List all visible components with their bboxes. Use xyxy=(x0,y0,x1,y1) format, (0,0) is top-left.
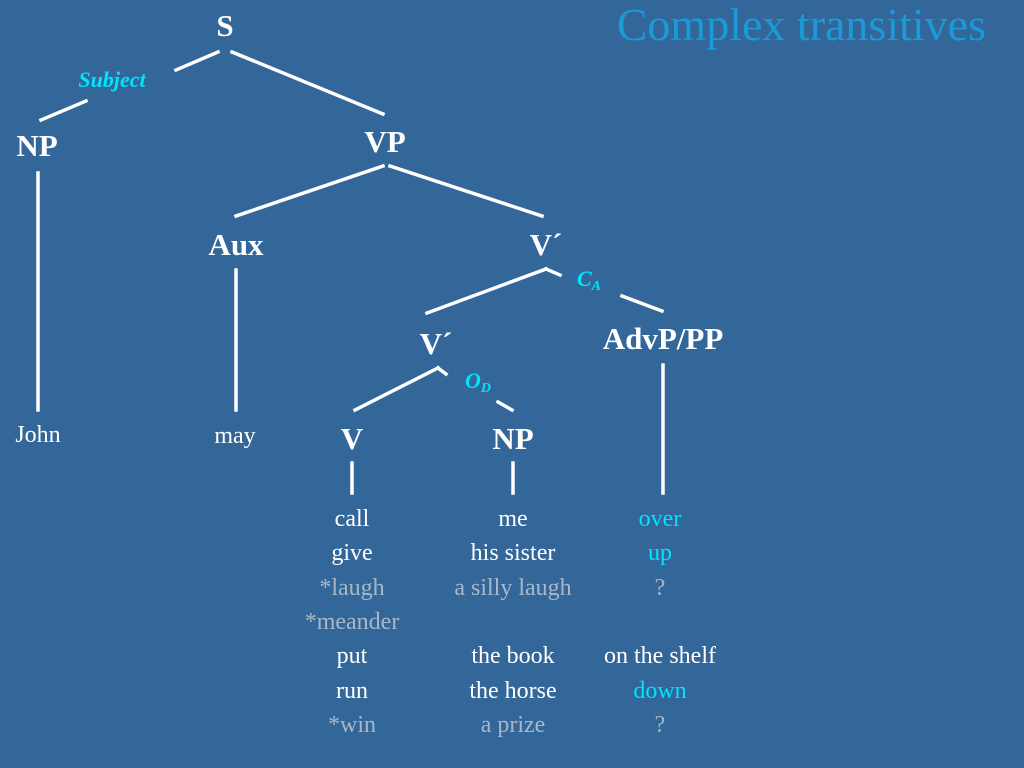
example-adv-cell: down xyxy=(633,677,687,704)
example-np-cell: his sister xyxy=(470,540,556,567)
branch-s-vp xyxy=(229,49,386,117)
slide-title: Complex transitives xyxy=(616,0,986,50)
branch-vp-vbar xyxy=(387,163,545,219)
example-v-cell: *meander xyxy=(304,608,400,635)
example-adv-cell: ? xyxy=(654,574,666,601)
function-ca: CA xyxy=(576,266,602,294)
example-v-cell: give xyxy=(331,540,373,567)
node-v: V xyxy=(340,421,364,456)
example-np-cell: a silly laugh xyxy=(454,574,572,601)
function-od: OD xyxy=(464,368,492,396)
branch-vbar-ca-left xyxy=(543,266,563,278)
example-np-cell: a prize xyxy=(480,711,546,738)
branch-od-np xyxy=(495,399,515,413)
example-v-cell: *win xyxy=(328,711,376,738)
example-v-cell: put xyxy=(336,643,368,670)
function-subject: Subject xyxy=(78,67,146,92)
branch-ca-advp xyxy=(619,293,665,314)
example-v-cell: run xyxy=(336,677,368,704)
branch-subject-np xyxy=(38,98,89,123)
example-adv-cell: ? xyxy=(654,711,666,738)
leaf-john: John xyxy=(15,422,61,448)
example-v-cell: call xyxy=(334,506,370,532)
node-aux: Aux xyxy=(208,227,264,262)
leaf-may: may xyxy=(214,423,256,449)
node-vbar-mid: V´ xyxy=(419,326,453,361)
branch-vbar-od-left xyxy=(435,365,449,377)
node-np-subject: NP xyxy=(16,128,58,163)
example-adv-cell: up xyxy=(648,540,672,567)
branch-vp-aux xyxy=(233,163,386,219)
node-s: S xyxy=(216,8,234,43)
node-vp: VP xyxy=(364,124,406,159)
branch-vbar-v xyxy=(352,365,441,413)
example-np-cell: me xyxy=(498,506,528,532)
node-vbar-top: V´ xyxy=(529,227,563,262)
example-v-cell: *laugh xyxy=(319,574,385,601)
node-np-object: NP xyxy=(492,421,534,456)
branch-s-subject xyxy=(173,49,221,73)
example-np-cell: the book xyxy=(471,643,555,670)
node-advp-pp: AdvP/PP xyxy=(602,321,724,356)
example-adv-cell: on the shelf xyxy=(604,643,716,670)
example-adv-cell: over xyxy=(638,506,682,532)
branch-vbar-vbar xyxy=(424,266,549,316)
example-np-cell: the horse xyxy=(469,677,557,704)
